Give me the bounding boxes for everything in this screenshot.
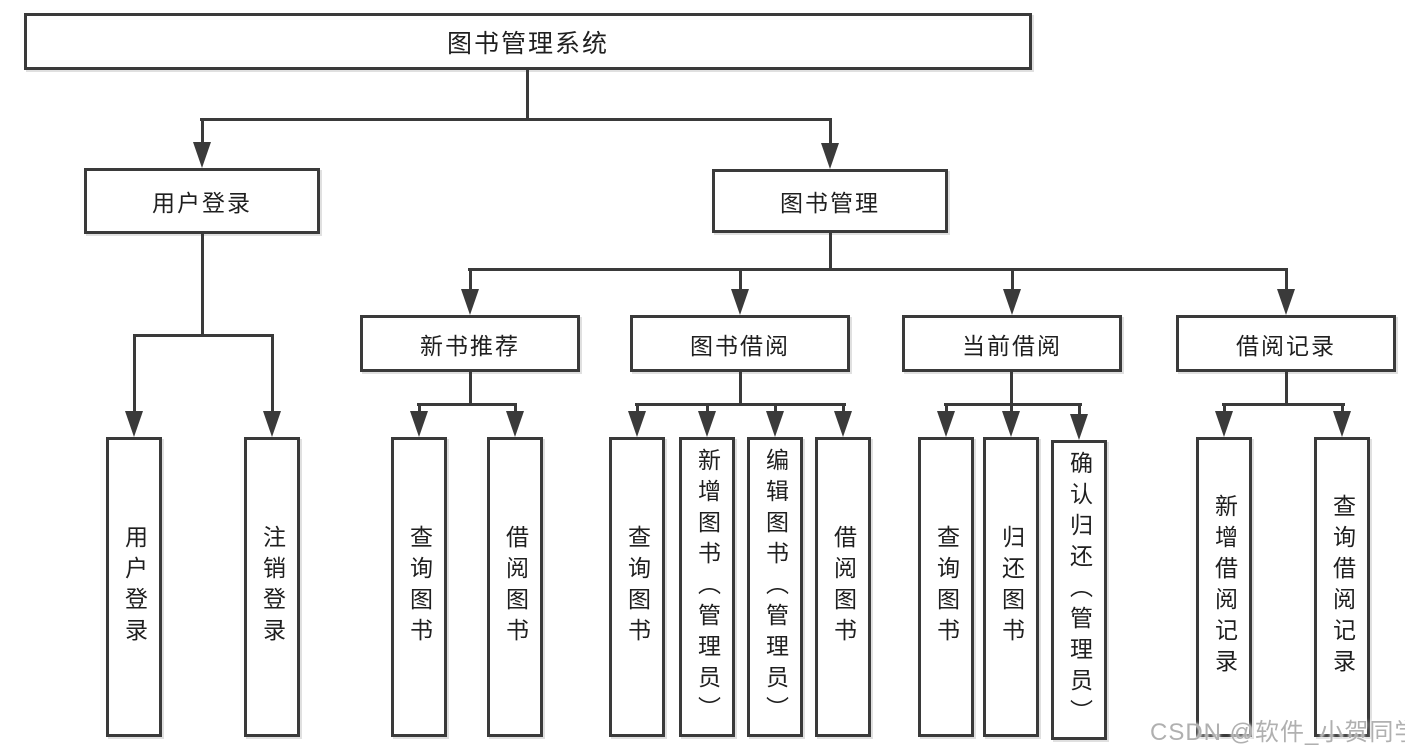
- node-new-book-recommendation: 新书推荐: [360, 315, 580, 372]
- connector-line: [271, 334, 274, 414]
- connector-line: [468, 268, 1288, 271]
- connector-line: [1078, 403, 1081, 420]
- connector-line: [829, 118, 832, 148]
- connector-line: [739, 268, 742, 293]
- connector-line: [829, 233, 832, 271]
- arrowhead: [125, 411, 143, 437]
- leaf-user-login: 用户登录: [106, 437, 162, 737]
- connector-line: [201, 118, 204, 148]
- connector-line: [526, 70, 529, 120]
- leaf-add-borrow-record: 新增借阅记录: [1196, 437, 1252, 737]
- arrowhead: [263, 411, 281, 437]
- arrowhead: [821, 143, 839, 169]
- connector-line: [1222, 403, 1345, 406]
- leaf-query-books-recommend: 查询图书: [391, 437, 447, 737]
- node-library-management-system: 图书管理系统: [24, 13, 1032, 70]
- connector-line: [133, 334, 274, 337]
- arrowhead: [1070, 414, 1088, 440]
- node-book-borrowing: 图书借阅: [630, 315, 850, 372]
- connector-line: [1010, 372, 1013, 406]
- arrowhead: [461, 289, 479, 315]
- connector-line: [418, 403, 421, 417]
- node-book-management: 图书管理: [712, 169, 948, 233]
- connector-line: [1011, 268, 1014, 293]
- node-user-login: 用户登录: [84, 168, 320, 234]
- leaf-logout: 注销登录: [244, 437, 300, 737]
- connector-line: [469, 372, 472, 406]
- connector-line: [133, 334, 136, 414]
- leaf-query-books-borrowing: 查询图书: [609, 437, 665, 737]
- connector-line: [774, 403, 777, 417]
- csdn-watermark: CSDN @软件_小贺同学: [1150, 719, 1405, 746]
- arrowhead: [1333, 411, 1351, 437]
- arrowhead: [1002, 411, 1020, 437]
- connector-line: [636, 403, 639, 417]
- connector-line: [706, 403, 709, 417]
- leaf-borrow-books: 借阅图书: [815, 437, 871, 737]
- arrowhead: [1277, 289, 1295, 315]
- connector-line: [1341, 403, 1344, 417]
- leaf-edit-book-admin: 编辑图书（管理员）: [747, 437, 803, 737]
- arrowhead: [506, 411, 524, 437]
- leaf-add-book-admin: 新增图书（管理员）: [679, 437, 735, 737]
- connector-line: [944, 403, 1082, 406]
- arrowhead: [1003, 289, 1021, 315]
- connector-line: [514, 403, 517, 417]
- connector-line: [200, 118, 832, 121]
- arrowhead: [628, 411, 646, 437]
- connector-line: [945, 403, 948, 417]
- leaf-confirm-return-admin: 确认归还（管理员）: [1051, 440, 1107, 740]
- node-borrowing-records: 借阅记录: [1176, 315, 1396, 372]
- node-current-borrowing: 当前借阅: [902, 315, 1122, 372]
- connector-line: [739, 372, 742, 406]
- connector-line: [635, 403, 846, 406]
- leaf-borrow-books-recommend: 借阅图书: [487, 437, 543, 737]
- connector-line: [1285, 268, 1288, 293]
- connector-line: [1223, 403, 1226, 417]
- arrowhead: [1215, 411, 1233, 437]
- leaf-query-borrow-record: 查询借阅记录: [1314, 437, 1370, 737]
- connector-line: [469, 268, 472, 293]
- arrowhead: [410, 411, 428, 437]
- arrowhead: [193, 142, 211, 168]
- arrowhead: [766, 411, 784, 437]
- leaf-query-books-current: 查询图书: [918, 437, 974, 737]
- connector-line: [201, 234, 204, 334]
- arrowhead: [731, 289, 749, 315]
- leaf-return-book: 归还图书: [983, 437, 1039, 737]
- connector-line: [1010, 403, 1013, 417]
- arrowhead: [698, 411, 716, 437]
- connector-line: [417, 403, 517, 406]
- arrowhead: [834, 411, 852, 437]
- connector-line: [1285, 372, 1288, 406]
- connector-line: [842, 403, 845, 417]
- arrowhead: [937, 411, 955, 437]
